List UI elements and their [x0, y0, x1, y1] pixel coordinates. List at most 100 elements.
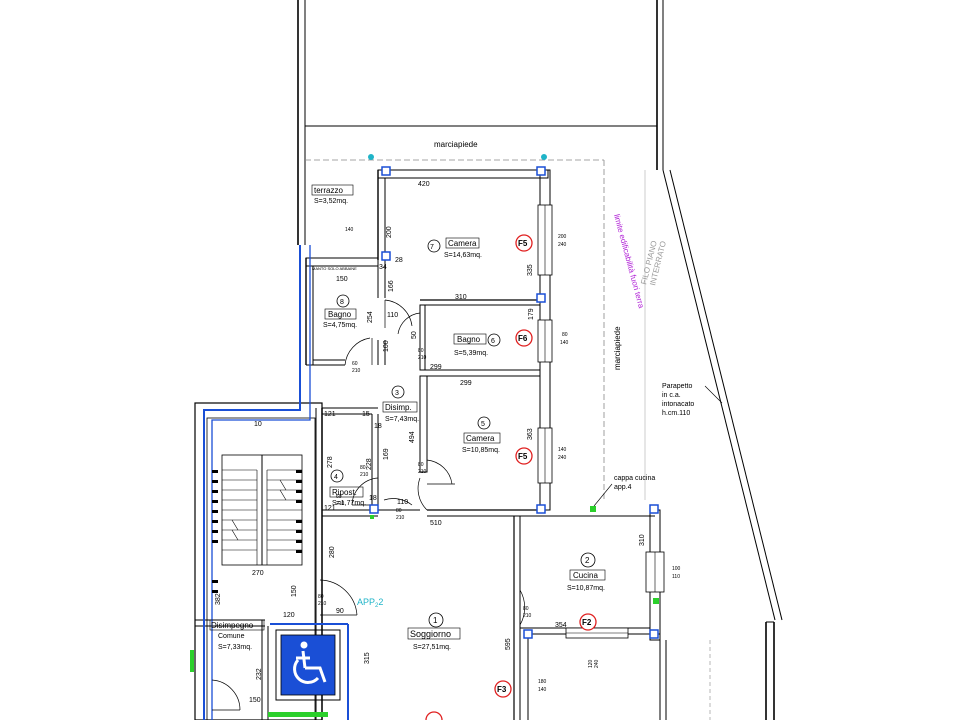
dim-280: 280 — [329, 546, 336, 558]
stairs — [212, 454, 303, 593]
label-parapetto-4: h.cm.110 — [662, 410, 690, 417]
dim-140: 140 — [345, 227, 354, 233]
dimensions: 420 200 34 28 335 150 166 310 179 254 11… — [215, 181, 681, 704]
dim-363: 363 — [527, 428, 534, 440]
dim-150-b: 150 — [291, 585, 298, 597]
label-bagno-6-area: S=5,39mq. — [454, 350, 488, 357]
window-f3: F3 — [497, 685, 507, 694]
label-parapetto-2: in c.a. — [662, 392, 681, 399]
door-dim-80-h: 80 — [523, 606, 529, 612]
dim-494: 494 — [409, 431, 416, 443]
dim-270: 270 — [252, 570, 264, 577]
dim-315: 315 — [364, 652, 371, 664]
walls — [194, 169, 667, 720]
dim-169: 169 — [383, 448, 390, 460]
dim-354: 354 — [555, 622, 567, 629]
door-dim-210-c: 210 — [418, 469, 427, 475]
dim-254: 254 — [367, 311, 374, 323]
dim-28: 28 — [395, 257, 403, 264]
label-disimpegno-2: Comune — [218, 633, 245, 640]
label-marciapiede-side: marciapiede — [613, 326, 622, 370]
dim-179: 179 — [528, 308, 535, 320]
corner-markers — [369, 166, 659, 639]
win-dim-240: 240 — [558, 242, 567, 248]
dim-420: 420 — [418, 181, 430, 188]
dim-278: 278 — [327, 456, 334, 468]
room-labels: marciapiede marciapiede terrazzo S=3,52m… — [211, 140, 723, 651]
door-dim-210-h: 210 — [523, 613, 532, 619]
window-f2: F2 — [582, 618, 592, 627]
label-ripost: Ripost. — [332, 488, 357, 497]
dim-121-b: 121 — [324, 505, 336, 512]
doors — [211, 299, 526, 711]
room-number-6: 6 — [491, 338, 495, 345]
win-dim-240-c: 240 — [594, 659, 600, 668]
label-app2: APP22 — [357, 597, 383, 609]
door-dim-210-f: 210 — [336, 501, 345, 507]
door-dim-210-a: 210 — [418, 355, 427, 361]
dim-150-c: 150 — [249, 697, 261, 704]
label-parapetto-3: intonacato — [662, 401, 694, 408]
dim-228: 228 — [366, 458, 373, 470]
window-tag-text: F5 F6 F5 F2 F3 — [497, 239, 592, 694]
label-ripost-area: S=1,77mq. — [332, 500, 366, 507]
note-bagno: MANTO SOLO ABBAINE — [312, 266, 357, 271]
door-dim-210-g: 210 — [318, 601, 327, 607]
label-bagno-8: Bagno — [328, 310, 352, 319]
door-dim-80-a: 80 — [418, 348, 424, 354]
dim-510: 510 — [430, 520, 442, 527]
dim-166: 166 — [388, 280, 395, 292]
window-f6: F6 — [518, 334, 528, 343]
window-tags — [425, 234, 597, 720]
door-dim-60-f: 60 — [336, 494, 342, 500]
door-dim-80-e: 80 — [396, 508, 402, 514]
room-number-4: 4 — [334, 474, 338, 481]
label-camera-7: Camera — [448, 239, 477, 248]
cyan-points — [368, 154, 547, 160]
win-dim-140: 140 — [560, 340, 569, 346]
door-dim-210-b: 210 — [352, 368, 361, 374]
door-dim-210-e: 210 — [396, 515, 405, 521]
door-dim-80-c: 80 — [418, 462, 424, 468]
win-dim-140-c: 140 — [538, 687, 547, 693]
label-soggiorno-area: S=27,51mq. — [413, 644, 451, 651]
label-camera-7-area: S=14,63mq. — [444, 252, 482, 259]
window-f5-b: F5 — [518, 452, 528, 461]
dim-15: 15 — [362, 411, 370, 418]
label-cappa-2: app.4 — [614, 484, 632, 491]
room-number-2: 2 — [585, 556, 590, 565]
dim-200: 200 — [386, 226, 393, 238]
door-dim-60: 60 — [352, 361, 358, 367]
green-markers — [190, 506, 659, 717]
dim-120: 120 — [283, 612, 295, 619]
win-dim-240-b: 240 — [558, 455, 567, 461]
label-cucina: Cucina — [573, 571, 598, 580]
label-disimp-area: S=7,43mq. — [385, 416, 419, 423]
label-marciapiede-top: marciapiede — [434, 140, 478, 149]
room-number-1: 1 — [433, 616, 438, 625]
dim-335: 335 — [527, 264, 534, 276]
dim-50: 50 — [411, 331, 418, 339]
label-camera-5-area: S=10,85mq. — [462, 447, 500, 454]
label-soggiorno: Soggiorno — [410, 629, 451, 639]
dim-150: 150 — [336, 276, 348, 283]
accessible-route — [203, 245, 349, 720]
label-bagno-8-area: S=4,75mq. — [323, 322, 357, 329]
room-number-8: 8 — [340, 299, 344, 306]
win-dim-200: 200 — [558, 234, 567, 240]
dim-110-a: 110 — [387, 312, 398, 319]
door-dim-80-d: 80 — [360, 465, 366, 471]
label-limite-edificabilita: limite edificabilità fuori terra — [612, 213, 646, 309]
dim-18-a: 18 — [374, 423, 382, 430]
dim-232: 232 — [256, 668, 263, 680]
label-disimpegno: Disimpegno — [211, 621, 254, 630]
label-camera-5: Camera — [466, 434, 495, 443]
label-parapetto: Parapetto — [662, 383, 692, 390]
dim-90: 90 — [336, 608, 344, 615]
win-dim-100: 100 — [672, 566, 681, 572]
win-dim-120: 120 — [588, 659, 594, 668]
dim-382: 382 — [215, 593, 222, 605]
room-number-5: 5 — [481, 421, 485, 428]
label-disimpegno-area: S=7,33mq. — [218, 644, 252, 651]
